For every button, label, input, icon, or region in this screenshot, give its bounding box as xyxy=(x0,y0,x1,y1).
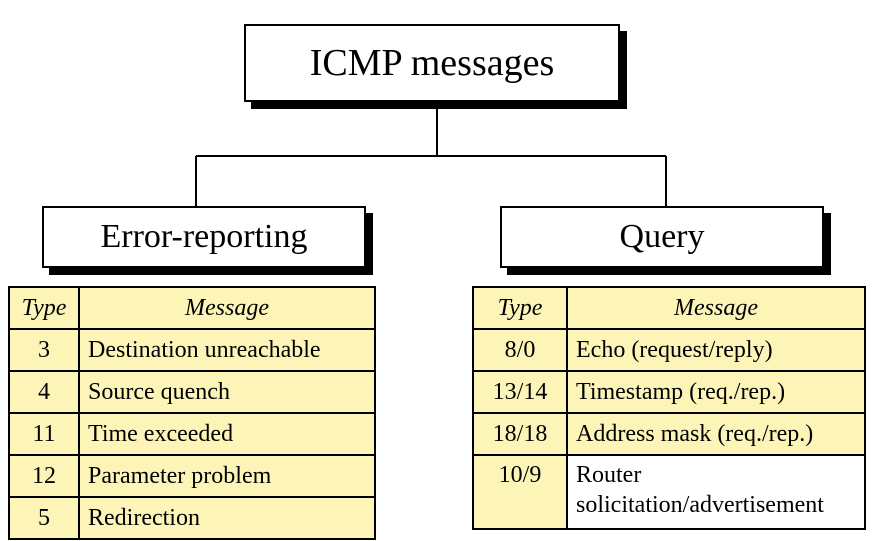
root-node: ICMP messages xyxy=(244,24,620,102)
root-label: ICMP messages xyxy=(309,42,555,84)
type-cell: 4 xyxy=(8,370,80,414)
type-header: Type xyxy=(472,286,568,330)
message-cell: Echo (request/reply) xyxy=(566,328,866,372)
message-cell: Address mask (req./rep.) xyxy=(566,412,866,456)
table-header-row: Type Message xyxy=(8,286,376,330)
query-label: Query xyxy=(619,218,705,255)
table-header-row: Type Message xyxy=(472,286,866,330)
query-table: Type Message 8/0 Echo (request/reply) 13… xyxy=(472,286,866,530)
table-row: 8/0 Echo (request/reply) xyxy=(472,328,866,372)
error-reporting-label: Error-reporting xyxy=(100,218,308,255)
message-cell: Parameter problem xyxy=(78,454,376,498)
table-row: 3 Destination unreachable xyxy=(8,328,376,372)
table-row: 18/18 Address mask (req./rep.) xyxy=(472,412,866,456)
type-cell: 5 xyxy=(8,496,80,540)
type-cell: 3 xyxy=(8,328,80,372)
table-row: 4 Source quench xyxy=(8,370,376,414)
table-row: 10/9 Router solicitation/advertisement xyxy=(472,454,866,530)
table-row: 12 Parameter problem xyxy=(8,454,376,498)
message-cell: Destination unreachable xyxy=(78,328,376,372)
message-header: Message xyxy=(566,286,866,330)
type-cell: 10/9 xyxy=(472,454,568,530)
message-header: Message xyxy=(78,286,376,330)
type-cell: 18/18 xyxy=(472,412,568,456)
message-cell: Router solicitation/advertisement xyxy=(566,454,866,530)
query-node: Query xyxy=(500,206,824,268)
error-reporting-table: Type Message 3 Destination unreachable 4… xyxy=(8,286,376,540)
message-cell: Timestamp (req./rep.) xyxy=(566,370,866,414)
type-cell: 8/0 xyxy=(472,328,568,372)
table-row: 13/14 Timestamp (req./rep.) xyxy=(472,370,866,414)
error-reporting-node: Error-reporting xyxy=(42,206,366,268)
type-cell: 13/14 xyxy=(472,370,568,414)
type-cell: 11 xyxy=(8,412,80,456)
table-row: 5 Redirection xyxy=(8,496,376,540)
message-cell: Time exceeded xyxy=(78,412,376,456)
type-cell: 12 xyxy=(8,454,80,498)
message-cell: Source quench xyxy=(78,370,376,414)
message-cell: Redirection xyxy=(78,496,376,540)
type-header: Type xyxy=(8,286,80,330)
table-row: 11 Time exceeded xyxy=(8,412,376,456)
